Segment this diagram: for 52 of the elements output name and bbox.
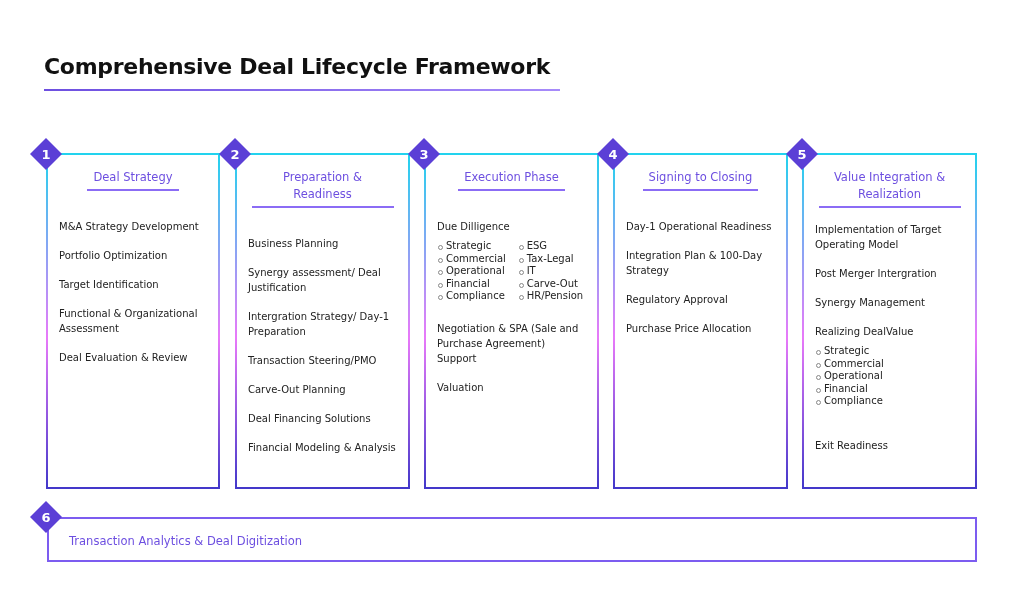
step-number: 1 [41, 146, 51, 162]
list-item: Valuation [437, 380, 485, 395]
list-item: Financial Modeling & Analysis [248, 441, 397, 455]
list-item: Regulatory Approval [626, 293, 729, 307]
card-heading: Signing to Closing [642, 169, 759, 191]
bullet-item: Strategic [815, 345, 965, 358]
step-number: 6 [41, 509, 51, 525]
step-number: 4 [608, 146, 618, 162]
bullet-item: ESG [517, 240, 587, 253]
list-item: Synergy Management [815, 296, 926, 310]
bullet-item: Carve-Out [517, 277, 587, 290]
list-item: Business Planning [248, 237, 340, 251]
bullet-item: Tax-Legal [517, 252, 587, 265]
step-number: 5 [797, 146, 807, 162]
list-item: Due Dilligence [437, 220, 511, 234]
list-item: Purchase Price Allocation [626, 322, 753, 336]
bullet-item: Compliance [815, 395, 965, 408]
bullet-item: Strategic [437, 240, 510, 253]
list-item: Synergy assessment/ Deal Justification [248, 266, 382, 295]
card-heading: Execution Phase [458, 169, 565, 191]
bullet-item: Financial [437, 277, 510, 290]
list-item: Implementation of Target Operating Model [815, 223, 943, 252]
page-title: Comprehensive Deal Lifecycle Framework [44, 54, 550, 79]
bullet-item: Commercial [815, 357, 965, 370]
list-item: Portfolio Optimization [59, 249, 169, 263]
step-number: 3 [419, 146, 429, 162]
bullet-item: Compliance [437, 290, 510, 303]
list-item: Transaction Steering/PMO [248, 354, 378, 368]
list-item: Integration Plan & 100-Day Strategy [626, 249, 764, 278]
list-item: Deal Financing Solutions [248, 412, 372, 426]
bullet-item: IT [517, 265, 587, 278]
card-heading: Deal Strategy [87, 169, 179, 191]
bullet-item: HR/Pension [517, 290, 587, 303]
list-item: Intergration Strategy/ Day-1 Preparation [248, 310, 391, 339]
list-item: M&A Strategy Development [59, 220, 200, 234]
bullet-item: Commercial [437, 252, 510, 265]
list-item: Negotiation & SPA (Sale and Purchase Agreement) Support [437, 321, 580, 366]
bullet-item: Financial [815, 382, 965, 395]
card-heading: Value Integration & Realization [818, 169, 961, 208]
list-item: Target Identification [59, 278, 160, 292]
list-item: Carve-Out Planning [248, 383, 347, 397]
bullet-item: Operational [815, 370, 965, 383]
bullet-item: Operational [437, 265, 510, 278]
card-heading: Transaction Analytics & Deal Digitization [69, 533, 303, 550]
list-item: Deal Evaluation & Review [59, 351, 189, 365]
step-number: 2 [230, 146, 240, 162]
card-heading: Preparation & Readiness [251, 169, 394, 208]
list-item: Exit Readiness [815, 438, 889, 453]
list-item: Realizing DealValue [815, 325, 915, 339]
list-item: Functional & Organizational Assessment [59, 307, 199, 336]
list-item: Day-1 Operational Readiness [626, 220, 773, 234]
list-item: Post Merger Intergration [815, 267, 938, 281]
